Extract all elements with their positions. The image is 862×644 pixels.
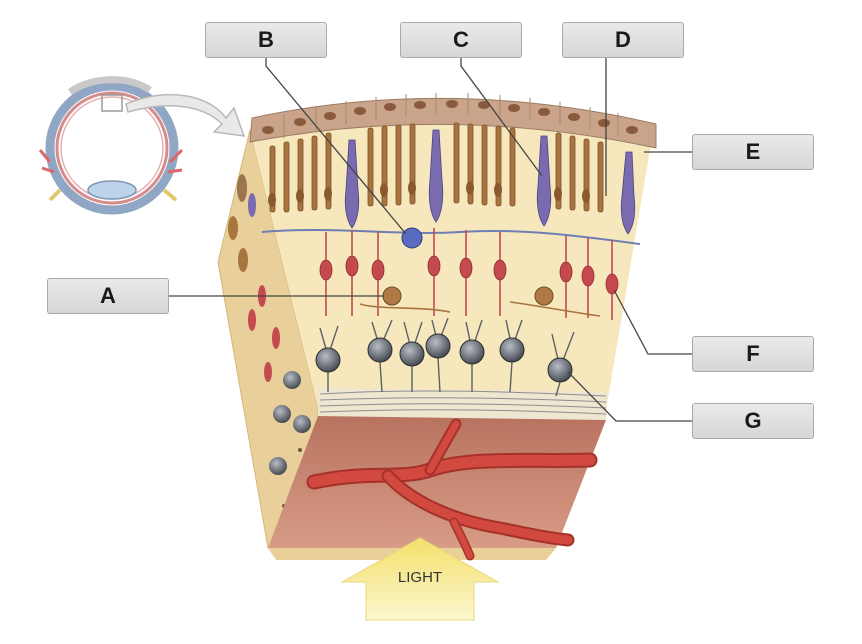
eye-inset-diagram: [38, 76, 184, 215]
leader-line-f: [613, 289, 692, 355]
label-g-box[interactable]: G: [692, 403, 814, 439]
side-face-cells: [228, 174, 311, 508]
label-f-box[interactable]: F: [692, 336, 814, 372]
leader-lines: [169, 58, 692, 422]
label-c-box[interactable]: C: [400, 22, 522, 58]
nerve-fiber-lines: [319, 390, 607, 415]
horizontal-cell-band: [261, 229, 641, 245]
pigment-epithelium: [249, 93, 657, 149]
bipolar-nuclei: [319, 255, 619, 295]
cone-cells: [344, 129, 636, 235]
label-b-box[interactable]: B: [205, 22, 327, 58]
label-e-box[interactable]: E: [692, 134, 814, 170]
horizontal-cell: [401, 227, 423, 249]
retina-block: [217, 93, 657, 561]
label-d-box[interactable]: D: [562, 22, 684, 58]
amacrine-cells: [359, 286, 601, 317]
leader-line-c: [460, 58, 543, 177]
leader-line-g: [567, 371, 692, 422]
rod-nuclei: [268, 181, 590, 207]
label-a-box[interactable]: A: [47, 278, 169, 314]
ganglion-cells: [315, 333, 573, 383]
light-arrow: [340, 537, 500, 621]
light-arrow-label: LIGHT: [397, 569, 443, 586]
zoom-arrow: [125, 93, 246, 137]
leader-line-b: [265, 58, 407, 235]
blood-vessels: [306, 418, 598, 561]
